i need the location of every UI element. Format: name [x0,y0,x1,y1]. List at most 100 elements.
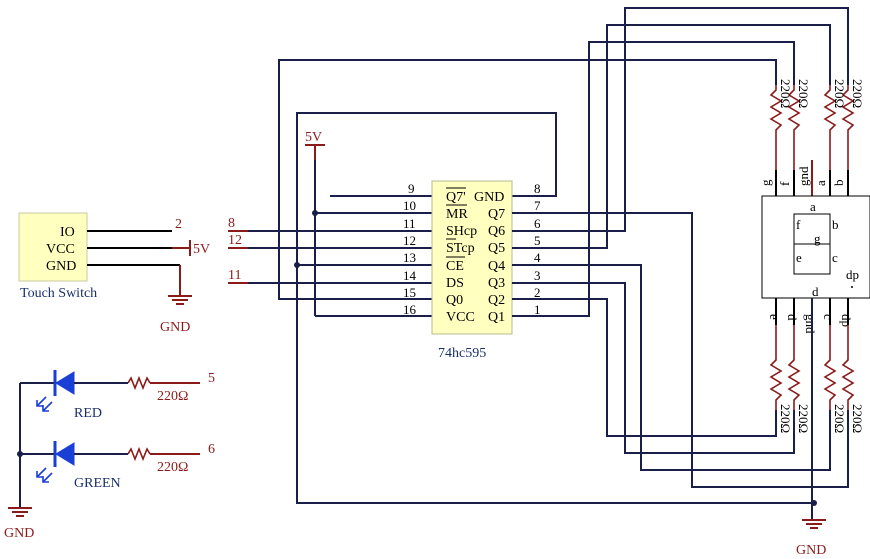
touch-switch-pin-vcc: VCC [46,242,75,257]
display-gnd-label: GND [796,543,826,558]
bottom-resistor-3-icon [823,325,837,410]
pin-name-stcp: STcp [446,241,475,256]
pin-name-q4: Q4 [488,259,505,274]
display-top-resistors: 220Ω 220Ω 220Ω 220Ω g f gnd a b [758,79,865,196]
red-resistor-value: 220Ω [157,389,188,404]
segment-label-a: a [810,199,816,214]
pin-name-ds: DS [446,276,464,291]
pin-num-13: 13 [403,250,416,265]
red-led-icon [55,371,75,395]
red-led-net: 5 [208,371,215,386]
display-top-pin-f: f [777,181,792,186]
pin-num-10: 10 [403,198,416,213]
touch-switch-label: Touch Switch [20,286,97,301]
bottom-resistor-2-value: 220Ω [796,404,811,433]
top-resistor-4-value: 220Ω [850,79,865,108]
net-label-8: 8 [228,216,235,231]
pin-num-16: 16 [403,302,417,317]
shift-register-left-wiring: 5V 8 12 11 [228,59,814,504]
pin-name-q0: Q0 [446,293,463,308]
touch-switch-gnd-label: GND [160,320,190,335]
pin-num-14: 14 [403,268,417,283]
green-resistor-value: 220Ω [157,460,188,475]
segment-label-d: d [812,284,819,299]
pin-name-q1: Q1 [488,310,505,325]
top-resistor-1-icon [769,85,783,170]
pin-num-1: 1 [534,302,541,317]
red-led-label: RED [74,406,102,421]
pin-name-q2: Q2 [488,293,505,308]
bottom-resistor-4-value: 220Ω [850,404,865,433]
pin-num-6: 6 [534,216,541,231]
pin-name-vcc: VCC [446,310,475,325]
segment-label-g: g [814,231,821,246]
chip-body [431,180,513,335]
pin-num-11: 11 [403,216,416,231]
top-resistor-4-icon [841,85,855,170]
chip-name: 74hc595 [438,346,486,361]
top-resistor-2-value: 220Ω [796,79,811,108]
display-top-pin-b: b [831,180,846,187]
pin-num-15: 15 [403,285,416,300]
bottom-resistor-1-value: 220Ω [778,404,793,433]
top-resistor-3-value: 220Ω [832,79,847,108]
pin-name-q6: Q6 [488,224,505,239]
chip-power-label: 5V [305,130,322,145]
pin-num-8: 8 [534,181,541,196]
shift-register-right-wiring [512,7,849,488]
segment-label-dp: dp [846,267,859,282]
bottom-resistor-4-icon [841,325,855,410]
display-bottom-pin-e: e [767,314,782,320]
green-led-icon [55,442,75,466]
segment-label-c: c [832,250,838,265]
pin-name-gnd: GND [474,190,504,205]
touch-switch-module: IO VCC GND Touch Switch 2 5V GND [18,212,210,335]
display-top-pin-g: g [758,179,773,186]
touch-switch-body [18,212,88,282]
display-bottom-resistors: e d gnd c dp 220Ω 220Ω 220Ω 220Ω GND [767,298,865,558]
pin-num-2: 2 [534,285,541,300]
display-bottom-pin-dp: dp [839,314,854,327]
touch-switch-vcc-net: 5V [193,242,210,257]
display-top-pin-a: a [813,180,828,186]
pin-num-12: 12 [403,233,416,248]
pin-num-5: 5 [534,233,541,248]
pin-num-9: 9 [408,181,415,196]
red-resistor-icon [127,375,151,391]
pin-num-4: 4 [534,250,541,265]
display-body [761,195,870,299]
green-led-label: GREEN [74,476,121,491]
touch-switch-pin-gnd: GND [46,259,76,274]
bottom-resistor-2-icon [787,325,801,410]
bottom-resistor-1-icon [769,325,783,410]
touch-switch-io-net: 2 [175,217,182,232]
display-bottom-pin-c: c [821,314,836,320]
segment-label-f: f [796,217,801,232]
pin-name-ce: CE [446,259,464,274]
green-resistor-icon [127,446,151,462]
segment-label-e: e [796,250,802,265]
pin-name-q5: Q5 [488,241,505,256]
pin-name-q7-prime: Q7' [446,190,466,205]
pin-num-3: 3 [534,268,541,283]
touch-switch-pin-io: IO [60,225,75,240]
display-top-pin-gnd: gnd [796,166,811,186]
green-led-net: 6 [208,442,215,457]
led-section: 5 220Ω RED 6 220Ω GREEN GND [4,370,215,541]
top-resistor-1-value: 220Ω [778,79,793,108]
net-label-12: 12 [228,233,242,248]
top-resistor-3-icon [823,85,837,170]
pin-name-mr: MR [446,207,468,222]
segment-label-b: b [832,217,839,232]
display-bottom-pin-gnd: gnd [803,314,818,334]
led-gnd-label: GND [4,526,34,541]
top-resistor-2-icon [787,85,801,170]
shift-register-74hc595: 9 10 11 12 13 14 15 16 Q7' MR SHcp STcp … [403,180,541,361]
display-bottom-pin-d: d [785,314,800,321]
bottom-resistor-3-value: 220Ω [832,404,847,433]
net-label-11: 11 [228,268,241,283]
pin-name-q7: Q7 [488,207,505,222]
seven-segment-display: a f b g e c d dp [761,195,870,299]
pin-num-7: 7 [534,198,541,213]
